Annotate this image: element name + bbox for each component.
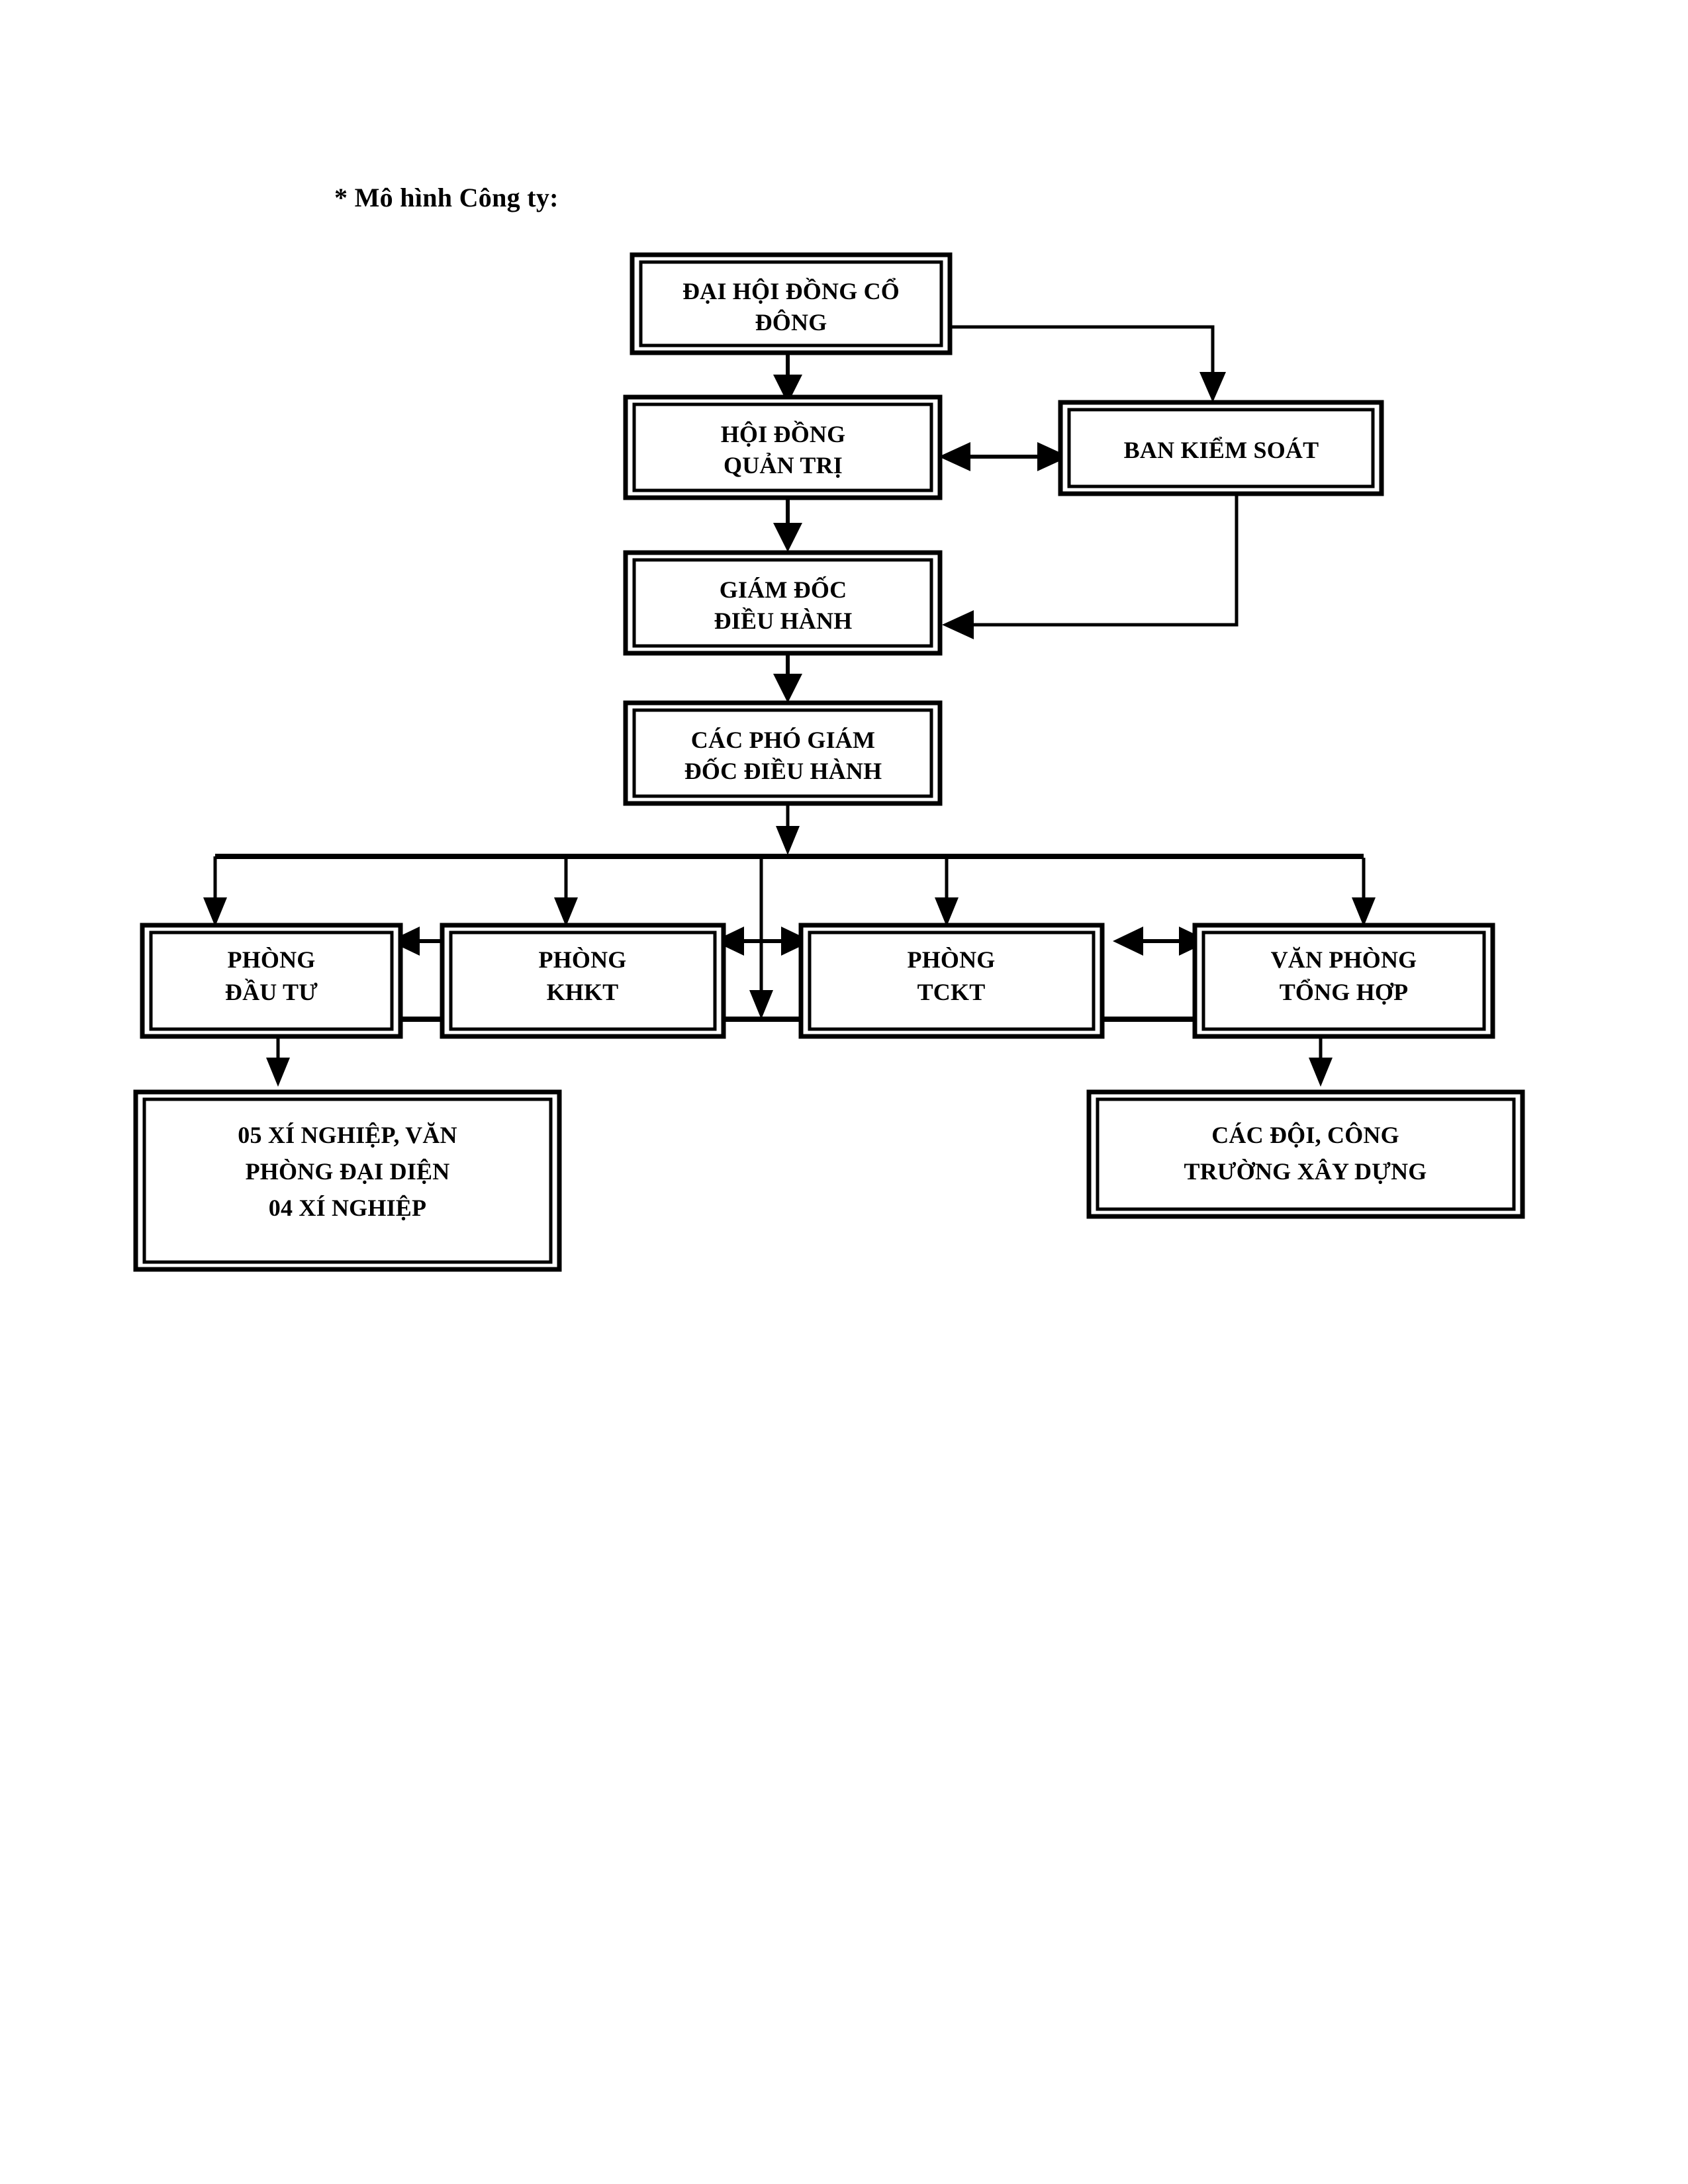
node-label-line-1: GIÁM ĐỐC [720, 576, 847, 603]
node-label-line-1: VĂN PHÒNG [1271, 946, 1417, 973]
page-title: * Mô hình Công ty: [334, 183, 559, 212]
connector-dhdcd-to-ban-kiem-soat [950, 325, 1226, 402]
connector-hdqt-ban-kiem-soat-bidirectional [939, 442, 1069, 471]
node-label-line-2: TỔNG HỢP [1280, 978, 1409, 1005]
connector-hdqt-to-giam-doc [773, 495, 802, 552]
connector-dhdcd-to-hdqt [773, 349, 802, 404]
node-label-line-1: 05 XÍ NGHIỆP, VĂN [238, 1122, 457, 1148]
node-label-line-2: TRƯỜNG XÂY DỰNG [1184, 1158, 1427, 1185]
node-label-line-2: QUẢN TRỊ [724, 452, 843, 478]
connector-giam-doc-to-pho-giam-doc [773, 651, 802, 703]
node-label-line-1: PHÒNG [539, 946, 627, 973]
node-label-line-1: CÁC PHÓ GIÁM [691, 727, 875, 753]
node-label-line-2: TCKT [917, 979, 986, 1005]
node-phong-tckt[interactable]: PHÒNG TCKT [798, 923, 1105, 1039]
connector-center-spine-to-bottom-bus [749, 856, 773, 1019]
node-cac-doi-cong-truong-xay-dung[interactable]: CÁC ĐỘI, CÔNG TRƯỜNG XÂY DỰNG [1086, 1089, 1525, 1219]
node-label-line-3: 04 XÍ NGHIỆP [269, 1195, 426, 1221]
node-label-line-2: ĐÔNG [755, 309, 827, 336]
node-label-line-2: KHKT [547, 979, 619, 1005]
node-label-line-2: ĐẦU TƯ [225, 979, 318, 1005]
connector-pho-giam-doc-to-department-bus [203, 805, 1376, 927]
node-hoi-dong-quan-tri[interactable]: HỘI ĐỒNG QUẢN TRỊ [623, 394, 943, 500]
node-giam-doc-dieu-hanh[interactable]: GIÁM ĐỐC ĐIỀU HÀNH [623, 550, 943, 656]
node-label-line-1: PHÒNG [228, 946, 316, 973]
node-van-phong-tong-hop[interactable]: VĂN PHÒNG TỔNG HỢP [1192, 923, 1495, 1039]
node-label-line-1: ĐẠI HỘI ĐỒNG CỔ [682, 277, 900, 304]
node-dai-hoi-dong-co-dong[interactable]: ĐẠI HỘI ĐỒNG CỔ ĐÔNG [630, 252, 953, 355]
node-label-line-2: ĐIỀU HÀNH [714, 608, 853, 634]
node-label-line-2: ĐỐC ĐIỀU HÀNH [684, 757, 882, 784]
node-cac-pho-giam-doc-dieu-hanh[interactable]: CÁC PHÓ GIÁM ĐỐC ĐIỀU HÀNH [623, 700, 943, 806]
node-label-line-2: PHÒNG ĐẠI DIỆN [246, 1158, 450, 1185]
node-label-line-1: HỘI ĐỒNG [721, 420, 846, 447]
node-label-line-1: BAN KIỂM SOÁT [1124, 437, 1319, 463]
connector-khkt-tckt-bidirectional [714, 927, 812, 956]
connector-ban-kiem-soat-to-giam-doc [942, 494, 1239, 639]
node-label-line-1: PHÒNG [908, 946, 996, 973]
node-ban-kiem-soat[interactable]: BAN KIỂM SOÁT [1058, 400, 1384, 496]
node-phong-dau-tu[interactable]: PHÒNG ĐẦU TƯ [140, 923, 403, 1039]
node-xi-nghiep-van-phong-dai-dien[interactable]: 05 XÍ NGHIỆP, VĂN PHÒNG ĐẠI DIỆN 04 XÍ N… [133, 1089, 562, 1272]
node-label-line-1: CÁC ĐỘI, CÔNG [1211, 1122, 1399, 1148]
node-phong-khkt[interactable]: PHÒNG KHKT [440, 923, 726, 1039]
